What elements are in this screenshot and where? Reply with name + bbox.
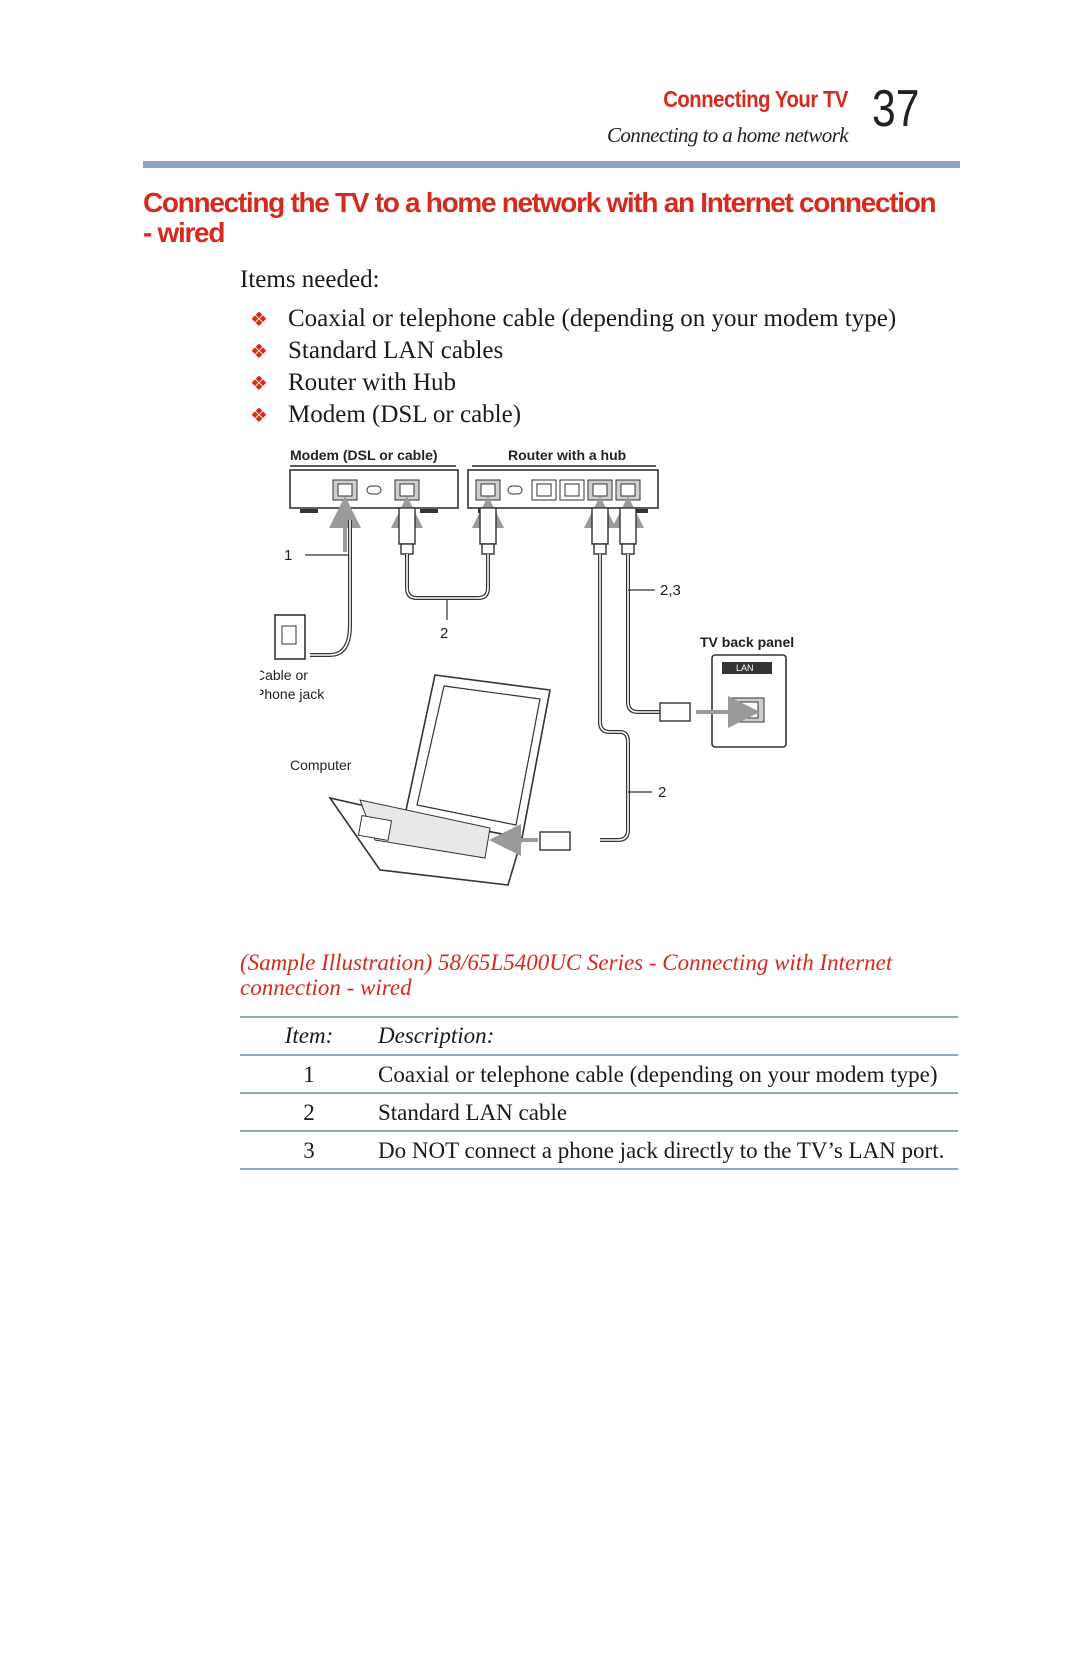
router-label: Router with a hub — [508, 447, 626, 463]
item-number: 2 — [303, 1100, 315, 1125]
item-description: Coaxial or telephone cable (depending on… — [378, 1062, 938, 1087]
callout-23: 2,3 — [660, 582, 681, 599]
items-needed-list: ❖ Coaxial or telephone cable (depending o… — [250, 303, 896, 431]
callout-1: 1 — [284, 547, 292, 564]
laptop-computer-icon — [328, 674, 551, 886]
router-device — [467, 469, 659, 513]
modem-label: Modem (DSL or cable) — [290, 447, 438, 463]
items-needed-heading: Items needed: — [240, 266, 380, 293]
tv-panel-label: TV back panel — [700, 634, 794, 650]
diamond-bullet-icon: ❖ — [250, 307, 268, 331]
list-item: ❖ Modem (DSL or cable) — [250, 399, 896, 431]
diamond-bullet-icon: ❖ — [250, 371, 268, 395]
lan-port-label: LAN — [736, 663, 754, 673]
list-item: ❖ Router with Hub — [250, 367, 896, 399]
diamond-bullet-icon: ❖ — [250, 339, 268, 363]
section-title: Connecting the TV to a home network with… — [143, 187, 937, 248]
list-item-text: Standard LAN cables — [288, 337, 504, 364]
column-header-item: Item: — [284, 1023, 334, 1048]
connection-diagram: Modem (DSL or cable) Router with a hub — [260, 447, 794, 886]
list-item-text: Coaxial or telephone cable (depending on… — [288, 305, 897, 332]
list-item-text: Modem (DSL or cable) — [288, 401, 522, 428]
table-row: 1 Coaxial or telephone cable (depending … — [240, 1055, 958, 1093]
page-number: 37 — [872, 80, 920, 138]
column-header-description: Description: — [378, 1023, 495, 1048]
item-description: Standard LAN cable — [378, 1100, 568, 1125]
items-description-table: Item: Description: 1 Coaxial or telephon… — [240, 1016, 958, 1170]
running-header-chapter: Connecting Your TV — [663, 86, 848, 112]
callout-2b: 2 — [658, 784, 666, 801]
tv-back-panel: LAN — [711, 654, 787, 748]
list-item: ❖ Coaxial or telephone cable (depending o… — [250, 303, 896, 335]
jack-label-line2: Phone jack — [260, 686, 325, 702]
item-number: 1 — [303, 1062, 315, 1087]
wall-jack-icon — [274, 614, 306, 660]
jack-label-line1: Cable or — [260, 667, 308, 683]
diamond-bullet-icon: ❖ — [250, 403, 268, 427]
list-item-text: Router with Hub — [288, 369, 457, 396]
computer-lan-plug — [539, 831, 571, 851]
table-header-row: Item: Description: — [240, 1017, 958, 1055]
running-header-section: Connecting to a home network — [607, 123, 849, 147]
list-item: ❖ Standard LAN cables — [250, 335, 896, 367]
item-number: 3 — [303, 1138, 315, 1163]
figure-caption: (Sample Illustration) 58/65L5400UC Serie… — [240, 950, 893, 1000]
tv-lan-plug — [659, 702, 691, 722]
modem-device — [289, 469, 459, 513]
item-description: Do NOT connect a phone jack directly to … — [378, 1138, 945, 1163]
header-rule — [143, 161, 960, 168]
computer-label: Computer — [290, 757, 352, 773]
table-row: 2 Standard LAN cable — [240, 1093, 958, 1131]
table-row: 3 Do NOT connect a phone jack directly t… — [240, 1131, 958, 1169]
callout-2a: 2 — [440, 625, 448, 642]
